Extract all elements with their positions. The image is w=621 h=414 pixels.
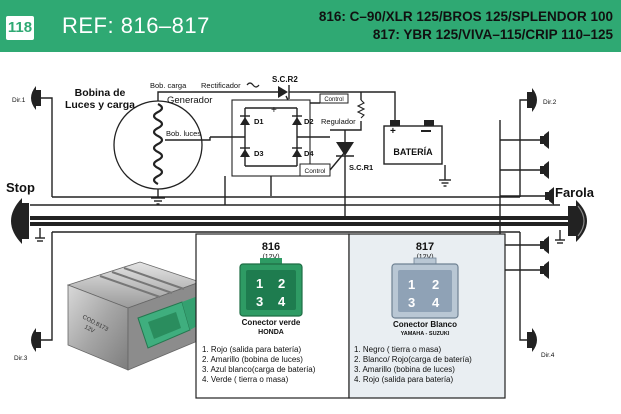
connector-816-pin3: 3 — [256, 294, 263, 309]
control-box-top — [319, 93, 349, 104]
generador-label: Generador — [167, 95, 212, 106]
connector-816-pin1: 1 — [256, 276, 263, 291]
connector-816-brand: HONDA — [258, 329, 284, 336]
dir2-wire — [519, 99, 530, 197]
connector-817-pin-2-desc: 2. Blanco/ Rojo(carga de batería) — [354, 355, 472, 364]
indicator-lamp-icon — [540, 131, 549, 149]
connector-817-plug — [391, 257, 459, 319]
control-bottom-label: Control — [305, 168, 327, 175]
headlight-icon — [568, 200, 587, 242]
connector-817-pin1: 1 — [408, 277, 415, 292]
bob-luces-label: Bob. luces — [166, 129, 201, 138]
rectificador-label: Rectificador — [201, 81, 241, 90]
diode-d2 — [292, 115, 302, 125]
turn-signal-dir1-icon — [31, 86, 41, 110]
farola-label: Farola — [555, 185, 595, 200]
d1-label: D1 — [254, 117, 264, 126]
indicator-lamp-icon — [540, 236, 549, 254]
turn-signal-dir3-icon — [31, 328, 41, 352]
page-number: 118 — [6, 16, 34, 40]
connector-817-pin-3-desc: 3. Amarillo (bobina de luces) — [354, 365, 455, 374]
indicator-lamp-icon — [545, 187, 554, 205]
model-line-816: 816: C–90/XLR 125/BROS 125/SPLENDOR 100 — [318, 9, 613, 24]
dir4-wire — [519, 232, 530, 341]
battery-plus: + — [390, 126, 396, 137]
battery-positive-wire — [300, 91, 396, 120]
d2-label: D2 — [304, 117, 314, 126]
dir2-label: Dir.2 — [543, 99, 557, 106]
dir3-wire — [40, 232, 53, 341]
ground-icon — [555, 239, 565, 244]
connector-816-code: 816 — [262, 241, 280, 253]
photo-label-volt: 12V — [83, 324, 95, 334]
connector-816-name: Conector verde — [242, 318, 301, 327]
connector-816-pin-4-desc: 4. Verde ( tierra o masa) — [202, 375, 289, 384]
charge-wire — [157, 91, 278, 101]
plus-sign: + — [271, 105, 277, 116]
turn-signal-dir4-icon — [527, 328, 537, 352]
control-top-label: Control — [324, 97, 343, 103]
connector-817-pin2: 2 — [432, 277, 439, 292]
regulator-wire — [330, 121, 362, 131]
ac-wave-icon — [246, 82, 260, 88]
header-bar: 118 REF: 816–817 816: C–90/XLR 125/BROS … — [0, 0, 621, 52]
ground-icon — [35, 237, 45, 242]
battery-minus — [421, 130, 431, 132]
stop-label: Stop — [6, 180, 35, 195]
bobina-label-1: Bobina de — [75, 87, 126, 99]
heatsink-fins — [99, 267, 185, 298]
connector-817-brand: YAMAHA - SUZUKI — [401, 331, 450, 337]
d4-label: D4 — [304, 149, 314, 158]
dir1-wire — [40, 97, 53, 197]
indicator-lamp-icon — [540, 161, 549, 179]
scr2-label: S.C.R2 — [272, 75, 298, 84]
bob-carga-label: Bob. carga — [150, 81, 187, 90]
dir4-label: Dir.4 — [541, 352, 555, 359]
reference-code: REF: 816–817 — [62, 13, 210, 38]
d3-label: D3 — [254, 149, 264, 158]
lights-coil-wire — [165, 137, 211, 141]
diode-d1 — [240, 115, 250, 125]
scr1-thyristor — [329, 130, 354, 218]
connector-817-pin3: 3 — [408, 295, 415, 310]
indicator-lamp-icon — [540, 261, 549, 279]
connector-816-pin-2-desc: 2. Amarillo (bobina de luces) — [202, 355, 303, 364]
connector-816-pin4: 4 — [278, 294, 286, 309]
connector-816-volt: (12V) — [262, 254, 279, 261]
dir3-label: Dir.3 — [14, 355, 28, 362]
generator: Bobina de Luces y carga Bob. carga Gener… — [65, 81, 212, 205]
coil-icon — [152, 103, 164, 185]
turn-signal-dir2-icon — [527, 88, 537, 112]
bobina-label-2: Luces y carga — [65, 99, 135, 111]
connector-817-volt: (12V) — [416, 254, 433, 261]
connector-816-pin-1-desc: 1. Rojo (salida para batería) — [202, 345, 302, 354]
scr1-label: S.C.R1 — [349, 163, 373, 172]
dir1-label: Dir.1 — [12, 97, 26, 104]
battery: + BATERÍA — [383, 120, 443, 165]
connector-817-pin4: 4 — [432, 295, 440, 310]
resistor-icon — [356, 99, 366, 119]
diode-d4 — [292, 147, 302, 157]
connector-816-pin-3-desc: 3. Azul blanco(carga de batería) — [202, 365, 316, 374]
model-line-817: 817: YBR 125/VIVA–115/CRIP 110–125 — [372, 27, 613, 42]
connector-816-pin2: 2 — [278, 276, 285, 291]
connector-817-code: 817 — [416, 241, 434, 253]
connector-817-name: Conector Blanco — [393, 320, 457, 329]
stop-lamp-icon — [11, 198, 29, 244]
diode-d3 — [240, 147, 250, 157]
ground-icon — [439, 179, 451, 187]
regulador-label: Regulador — [321, 117, 356, 126]
bateria-label: BATERÍA — [393, 147, 433, 157]
model-list: 816: C–90/XLR 125/BROS 125/SPLENDOR 100 … — [258, 8, 613, 44]
connector-817-pin-4-desc: 4. Rojo (salida para batería) — [354, 375, 454, 384]
connector-816-plug — [239, 258, 303, 317]
regulator-photo: COD.8173 12V — [66, 261, 204, 371]
connector-817-pin-1-desc: 1. Negro ( tierra o masa) — [354, 345, 441, 354]
